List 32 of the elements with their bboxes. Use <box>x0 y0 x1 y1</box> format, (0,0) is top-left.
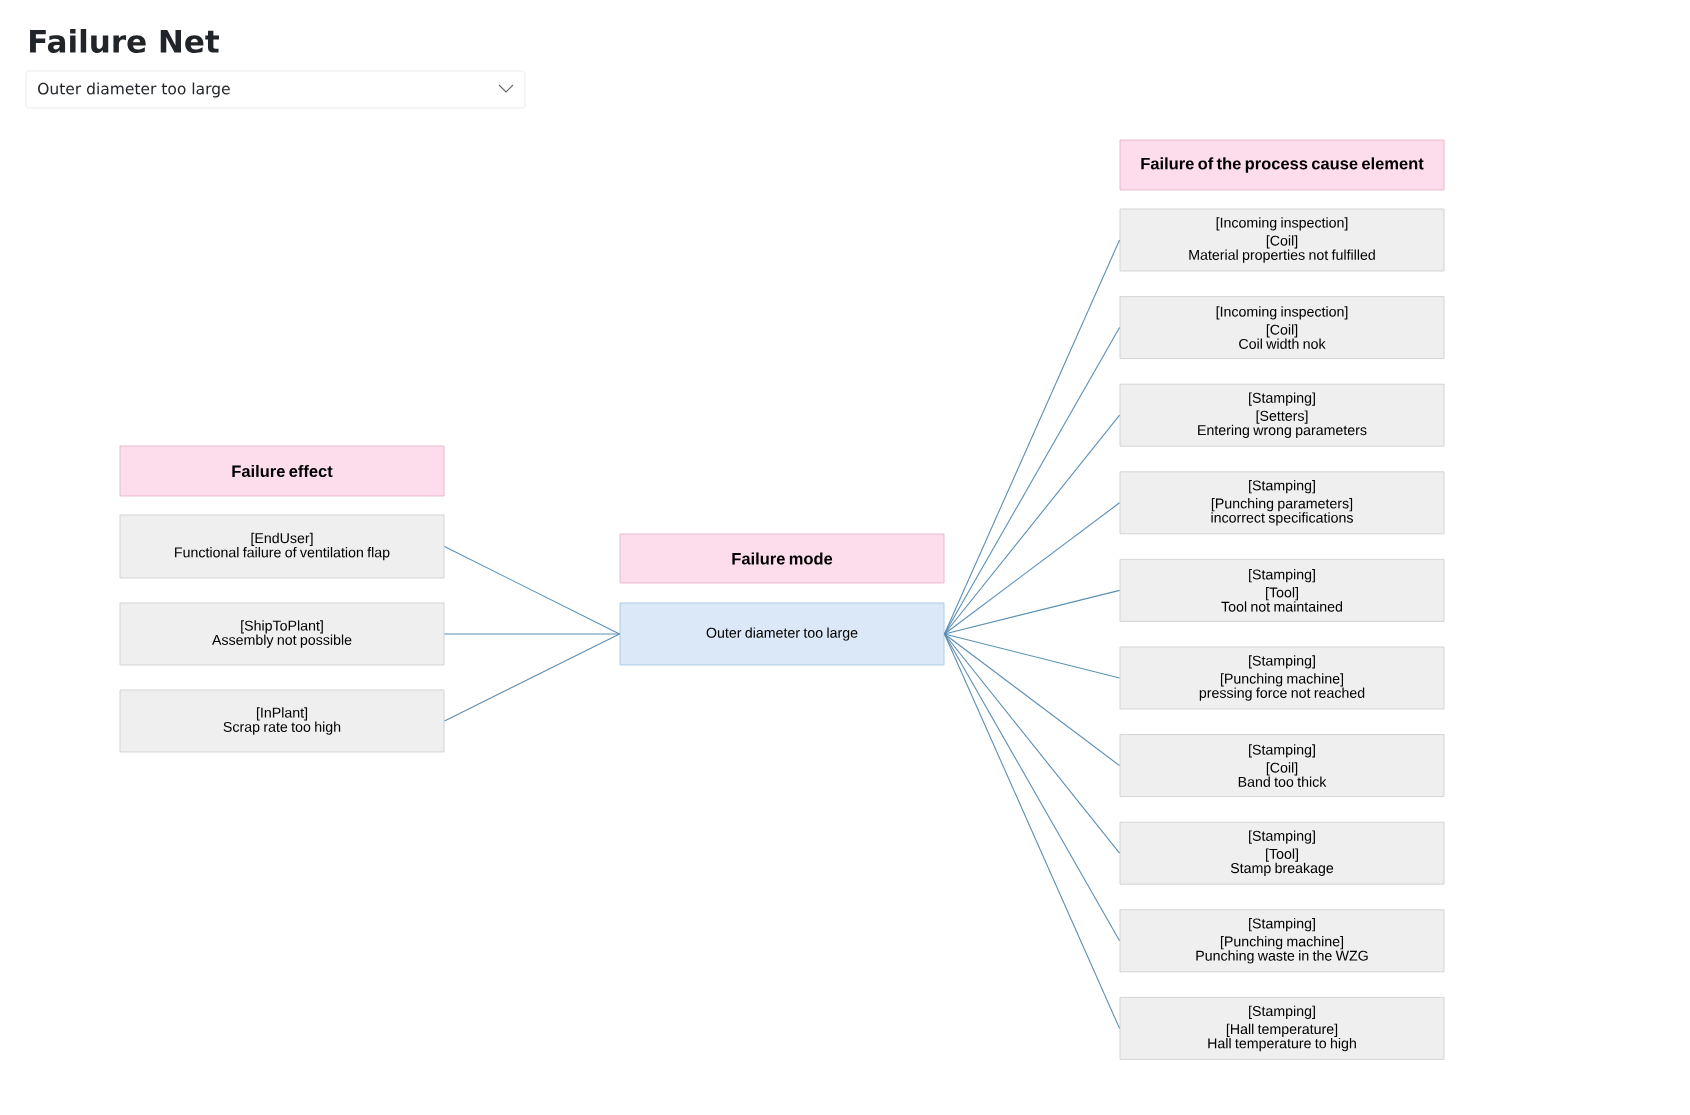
cause-box: [Stamping] [Coil] Band too thick <box>1119 734 1445 798</box>
connector-line <box>943 414 1121 635</box>
cause-box: [Incoming inspection] [Coil] Coil width nok <box>1119 296 1445 360</box>
dropdown-field: Outer diameter too large <box>25 70 526 109</box>
connector-line <box>943 633 1121 854</box>
connector-line <box>443 633 621 722</box>
connector-line <box>943 327 1121 635</box>
connector-line <box>943 589 1121 635</box>
connector-line <box>943 239 1121 635</box>
cause-box: [Stamping] [Punching machine] pressing force not reached <box>1119 646 1445 710</box>
connector-line <box>443 633 621 635</box>
header-box: Failure mode <box>619 533 945 584</box>
connector-line <box>943 633 1121 942</box>
header-box: Failure of the process cause element <box>1119 139 1445 191</box>
cause-box: [Incoming inspection] [Coil] Material properties not fulfilled <box>1119 208 1445 272</box>
failure-mode-box: Outer diameter too large <box>619 602 945 666</box>
effect-box: [EndUser] Functional failure of ventilation flap <box>119 514 445 579</box>
connector-line <box>943 502 1121 635</box>
cause-box: [Stamping] [Tool] Stamp breakage <box>1119 821 1445 885</box>
cause-box: [Stamping] [Punching machine] Punching waste in the WZG <box>1119 909 1445 973</box>
header-box: Failure effect <box>119 445 445 497</box>
cause-box: [Stamping] [Setters] Entering wrong parameters <box>1119 383 1445 447</box>
cause-box: [Stamping] [Punching parameters] incorrect specifications <box>1119 471 1445 535</box>
connector-line <box>943 633 1121 1029</box>
effect-box: [InPlant] Scrap rate too high <box>119 689 445 753</box>
effect-box: [ShipToPlant] Assembly not possible <box>119 602 445 666</box>
connector-line <box>443 545 621 635</box>
page-title: Failure Net <box>30 29 219 53</box>
connector-line <box>943 633 1121 679</box>
cause-box: [Stamping] [Hall temperature] Hall temperature to high <box>1119 996 1445 1060</box>
connector-line <box>943 633 1121 767</box>
cause-box: [Stamping] [Tool] Tool not maintained <box>1119 558 1445 622</box>
